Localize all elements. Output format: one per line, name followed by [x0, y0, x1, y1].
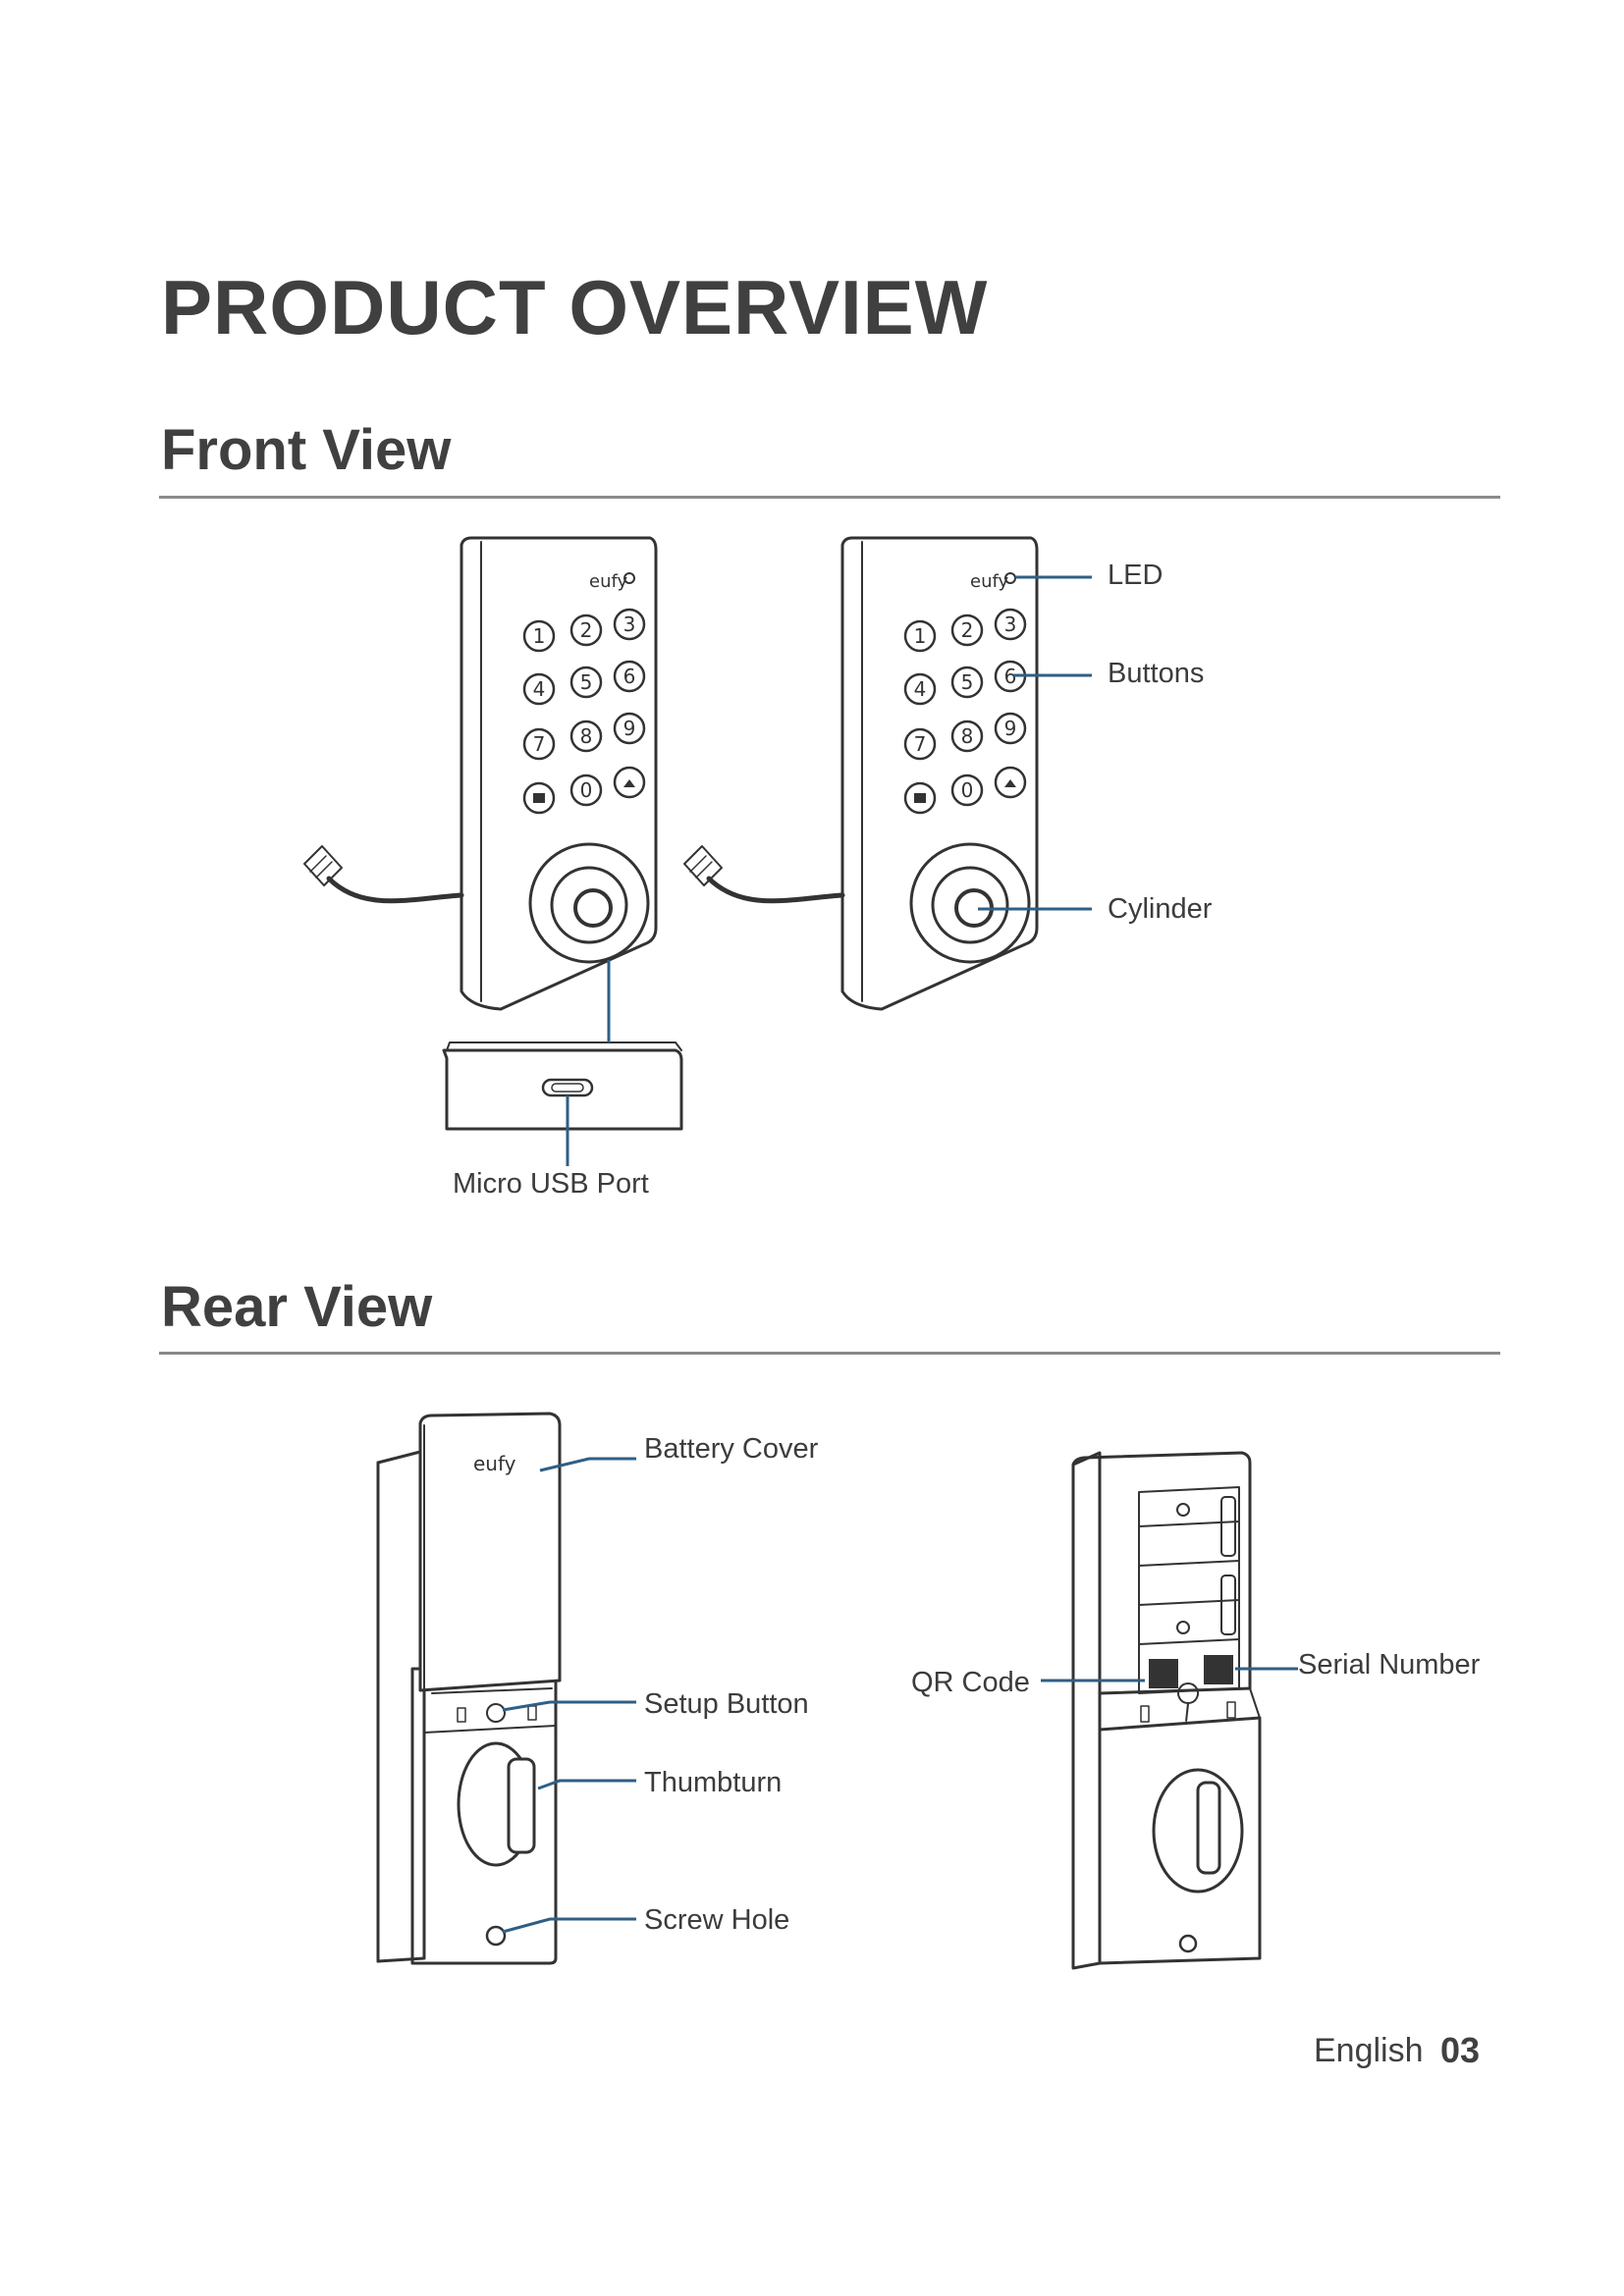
- home-icon: [623, 779, 635, 787]
- footer-page-number: 03: [1440, 2030, 1481, 2070]
- rear-lock-right: [1071, 1451, 1262, 1970]
- rear-view-divider: [159, 1352, 1500, 1355]
- eufy-logo-front-right: eufy: [970, 571, 1009, 592]
- svg-text:1: 1: [533, 624, 546, 648]
- svg-text:9: 9: [1004, 717, 1017, 740]
- svg-text:5: 5: [961, 670, 974, 694]
- screw-hole-label: Screw Hole: [644, 1904, 790, 1936]
- svg-text:1: 1: [914, 624, 927, 648]
- serial-number-label: Serial Number: [1298, 1649, 1481, 1681]
- page-title: PRODUCT OVERVIEW: [161, 264, 989, 350]
- svg-text:7: 7: [914, 732, 927, 756]
- svg-text:0: 0: [961, 778, 974, 802]
- micro-usb-port-label: Micro USB Port: [453, 1168, 649, 1200]
- buttons-label: Buttons: [1108, 658, 1205, 689]
- svg-text:4: 4: [914, 677, 927, 701]
- front-view-divider: [159, 496, 1500, 499]
- svg-text:0: 0: [580, 778, 593, 802]
- cylinder-label: Cylinder: [1108, 893, 1213, 925]
- led-label: LED: [1108, 560, 1164, 591]
- callout-lines: [502, 575, 1298, 1934]
- footer-language: English: [1314, 2032, 1424, 2069]
- lock-icon: [533, 793, 545, 803]
- home-icon: [1004, 779, 1016, 787]
- svg-text:5: 5: [580, 670, 593, 694]
- svg-text:8: 8: [580, 724, 593, 748]
- svg-text:9: 9: [623, 717, 636, 740]
- svg-text:6: 6: [623, 665, 636, 688]
- thumbturn-label: Thumbturn: [644, 1767, 783, 1798]
- svg-text:2: 2: [961, 618, 974, 642]
- svg-text:7: 7: [533, 732, 546, 756]
- eufy-logo-battery-cover: eufy: [473, 1452, 516, 1475]
- front-keypad-right: eufy 1 2 3 4 5 6 7 8 9 0: [683, 536, 1039, 1011]
- svg-text:6: 6: [1004, 665, 1017, 688]
- qr-code-label: QR Code: [911, 1667, 1030, 1698]
- eufy-logo-front-left: eufy: [589, 571, 628, 592]
- rear-lock-left: eufy: [376, 1412, 562, 1965]
- svg-text:3: 3: [1004, 613, 1017, 636]
- svg-text:4: 4: [533, 677, 546, 701]
- lock-icon: [914, 793, 926, 803]
- svg-text:2: 2: [580, 618, 593, 642]
- qr-code-icon: [1149, 1659, 1178, 1688]
- serial-number-icon: [1204, 1655, 1233, 1684]
- battery-cover-label: Battery Cover: [644, 1433, 819, 1465]
- svg-text:3: 3: [623, 613, 636, 636]
- svg-text:8: 8: [961, 724, 974, 748]
- setup-button-label: Setup Button: [644, 1688, 809, 1720]
- rear-view-heading: Rear View: [161, 1275, 433, 1339]
- front-keypad-left: eufy 1 2 3 4 5 6 7 8 9 0: [303, 536, 683, 1131]
- front-view-heading: Front View: [161, 418, 452, 482]
